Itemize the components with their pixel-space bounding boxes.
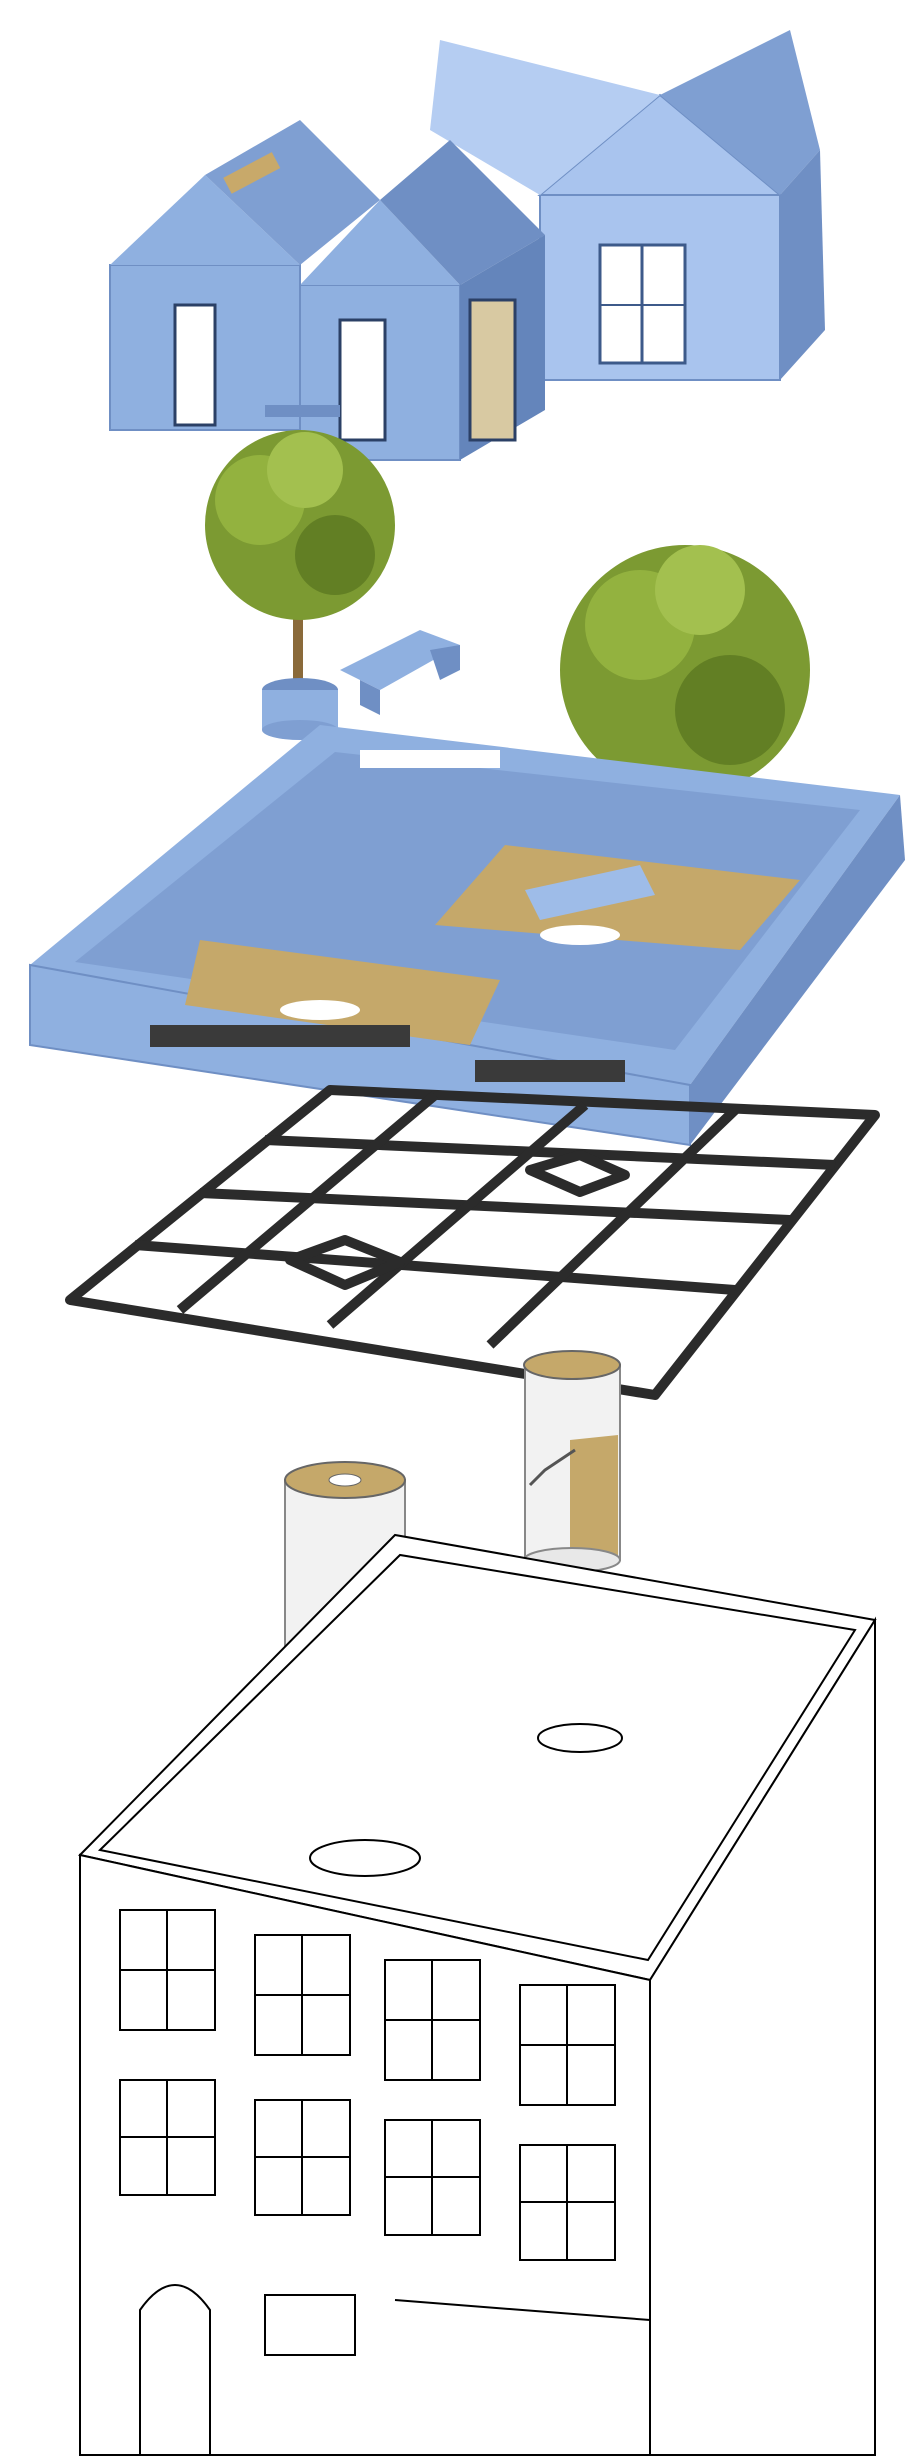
roof-deck-tray: [29, 725, 905, 1147]
bench-loose: [340, 630, 460, 715]
tree-left: [205, 430, 395, 740]
side-door: [468, 298, 517, 442]
frame-stair-opening-1: [285, 1235, 405, 1290]
wood-deck-left: [185, 940, 500, 1045]
facade-windows: [119, 1909, 616, 2261]
roof-hole-right: [537, 1723, 623, 1753]
middle-gabled-house: [299, 140, 545, 461]
deck-bench: [525, 865, 655, 920]
rooftop-houses: [109, 30, 825, 461]
roof-hole-left: [309, 1839, 421, 1877]
middle-house-door: [338, 318, 387, 442]
steel-frame: [65, 1085, 880, 1400]
stair-tower-right: [523, 1350, 621, 1573]
tray-slot-3: [360, 750, 500, 768]
large-gabled-house: [430, 30, 825, 381]
stair-opening-2: [540, 925, 620, 945]
existing-building: [78, 1533, 877, 2456]
tray-slot-2: [475, 1060, 625, 1082]
tray-slot-1: [150, 1025, 410, 1047]
trees-planters-benches: [205, 430, 810, 892]
small-gabled-house: [109, 120, 380, 431]
skylight-beam: [223, 152, 281, 194]
small-house-window: [173, 303, 217, 427]
small-bench: [265, 405, 340, 417]
ground-window: [264, 2294, 356, 2356]
frame-stair-opening-2: [525, 1150, 630, 1197]
arched-door: [139, 2284, 211, 2455]
stair-opening-1: [280, 1000, 360, 1020]
